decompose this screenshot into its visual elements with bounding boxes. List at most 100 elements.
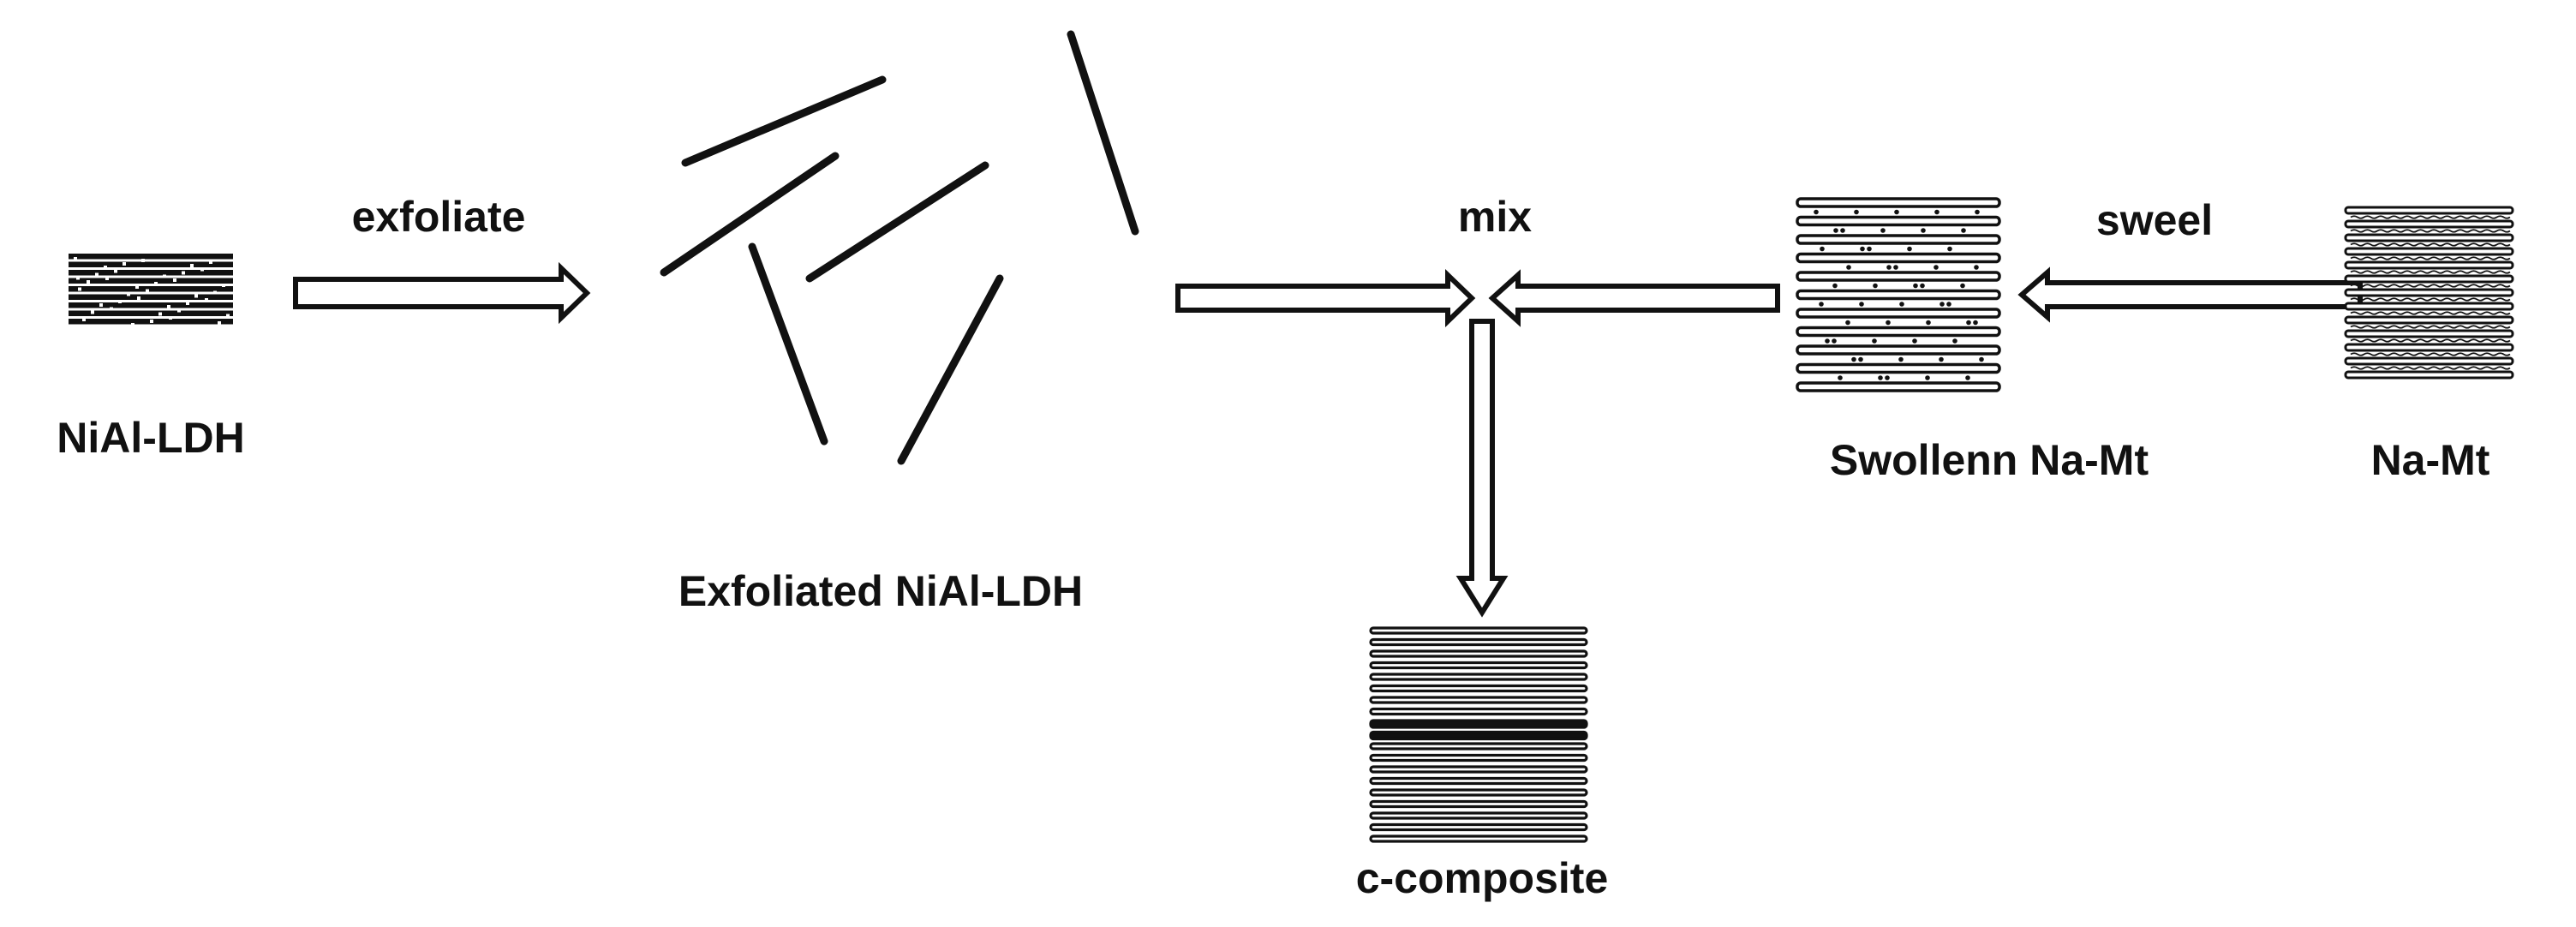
swollen-intercalant	[1873, 283, 1878, 289]
na-mt-interlayer	[2350, 256, 2511, 260]
swollen-intercalant	[1907, 246, 1912, 252]
swollen-intercalant	[1933, 265, 1939, 270]
composite-layer	[1369, 649, 1588, 658]
nial-pore	[91, 310, 94, 314]
nial-pore	[205, 298, 208, 302]
mix-right-arrow	[1488, 269, 1780, 327]
nial-layer	[69, 294, 233, 300]
na-mt-interlayer	[2350, 338, 2511, 343]
swollen-intercalant	[1893, 265, 1898, 270]
na-mt-layer	[2344, 274, 2514, 284]
nial-pore	[135, 285, 139, 289]
swollen-layer	[1796, 234, 2001, 245]
nial-layer	[69, 286, 233, 292]
swollen-intercalant	[1973, 320, 1978, 326]
nial-pore	[87, 280, 90, 284]
swollen-layer	[1796, 271, 2001, 282]
nial-layer	[69, 278, 233, 284]
swollen-layer	[1796, 381, 2001, 392]
nial-pore	[146, 289, 149, 293]
nial-pore	[218, 321, 221, 325]
nial-layer	[69, 261, 233, 267]
nial-pore	[154, 282, 158, 285]
swollen-intercalant	[1965, 375, 1970, 380]
composite-layer	[1369, 811, 1588, 820]
swollen-layer	[1796, 308, 2001, 319]
swollen-intercalant	[1872, 338, 1877, 344]
nial-pore	[118, 300, 122, 303]
mix-left-arrow	[1175, 268, 1476, 328]
composite-layer	[1369, 753, 1588, 763]
swollen-intercalant	[1820, 246, 1825, 252]
exfoliated-sheet	[1067, 30, 1139, 236]
swollen-layer	[1796, 252, 2001, 264]
swollen-intercalant	[1898, 356, 1904, 362]
swollen-intercalant	[1838, 375, 1843, 380]
na-mt-layer	[2344, 329, 2514, 338]
swollen-intercalant	[1946, 302, 1951, 307]
na-mt-layer	[2344, 370, 2514, 380]
exfoliated-sheet	[805, 161, 989, 283]
swollen-intercalant	[1934, 209, 1939, 215]
swollen-intercalant	[1880, 228, 1886, 233]
composite-layer	[1369, 707, 1588, 716]
swollen-layer	[1796, 215, 2001, 227]
swollen-intercalant	[1921, 228, 1926, 233]
composite-layer	[1369, 661, 1588, 670]
nial-pore	[199, 325, 202, 328]
nial-pore	[150, 320, 153, 323]
swollen-layer	[1796, 344, 2001, 356]
swollen-intercalant	[1939, 302, 1945, 307]
composite-layer	[1369, 742, 1588, 751]
nial-pore	[82, 318, 86, 321]
swollen-intercalant	[1845, 320, 1850, 326]
nial-pore	[163, 274, 166, 278]
swollen-intercalant	[1814, 209, 1819, 215]
composite-layer	[1369, 696, 1588, 704]
na-mt-layer	[2344, 260, 2514, 270]
swollen-intercalant	[1819, 302, 1824, 307]
swollen-intercalant	[1886, 320, 1891, 326]
na-mt-layer	[2344, 343, 2514, 352]
swollen-na-mt-label: Swollenn Na-Mt	[1829, 436, 2149, 484]
swollen-intercalant	[1851, 356, 1856, 362]
swollen-intercalant	[1947, 246, 1952, 252]
exfoliate-arrow	[293, 261, 591, 325]
swollen-intercalant	[1912, 338, 1917, 344]
exfoliated-nial-ldh-label: Exfoliated NiAl-LDH	[678, 567, 1084, 615]
swollen-intercalant	[1832, 338, 1837, 344]
nial-pore	[177, 308, 181, 313]
composite-layer	[1369, 788, 1588, 797]
nial-pore	[137, 296, 140, 300]
na-mt-layer	[2344, 206, 2514, 215]
swollen-intercalant	[1832, 283, 1838, 289]
c-composite-layer-stack-icon	[1369, 626, 1588, 843]
mix-step-label: mix	[1457, 193, 1533, 241]
swollen-intercalant	[1926, 320, 1931, 326]
swollen-intercalant	[1859, 302, 1864, 307]
na-mt-interlayer	[2350, 215, 2511, 219]
composite-layer	[1369, 684, 1588, 693]
na-mt-interlayer	[2350, 270, 2511, 274]
c-composite-label: c-composite	[1355, 854, 1609, 902]
na-mt-interlayer	[2350, 311, 2511, 315]
swollen-intercalant	[1961, 228, 1966, 233]
nial-pore	[158, 312, 162, 316]
swollen-intercalant	[1878, 375, 1883, 380]
nial-pore	[186, 302, 189, 305]
swollen-intercalant	[1920, 283, 1925, 289]
swollen-intercalant	[1899, 302, 1904, 307]
swollen-intercalant	[1913, 283, 1918, 289]
composite-layer	[1369, 776, 1588, 786]
swollen-intercalant	[1966, 320, 1971, 326]
na-mt-interlayer	[2350, 242, 2511, 247]
nial-pore	[95, 272, 99, 277]
swollen-layer	[1796, 362, 2001, 374]
na-mt-layer	[2344, 247, 2514, 256]
na-mt-layer	[2344, 219, 2514, 229]
nial-pore	[114, 269, 117, 273]
swell-step-label: sweel	[2095, 196, 2214, 244]
composite-layer	[1369, 719, 1588, 729]
composite-layer	[1369, 637, 1588, 647]
